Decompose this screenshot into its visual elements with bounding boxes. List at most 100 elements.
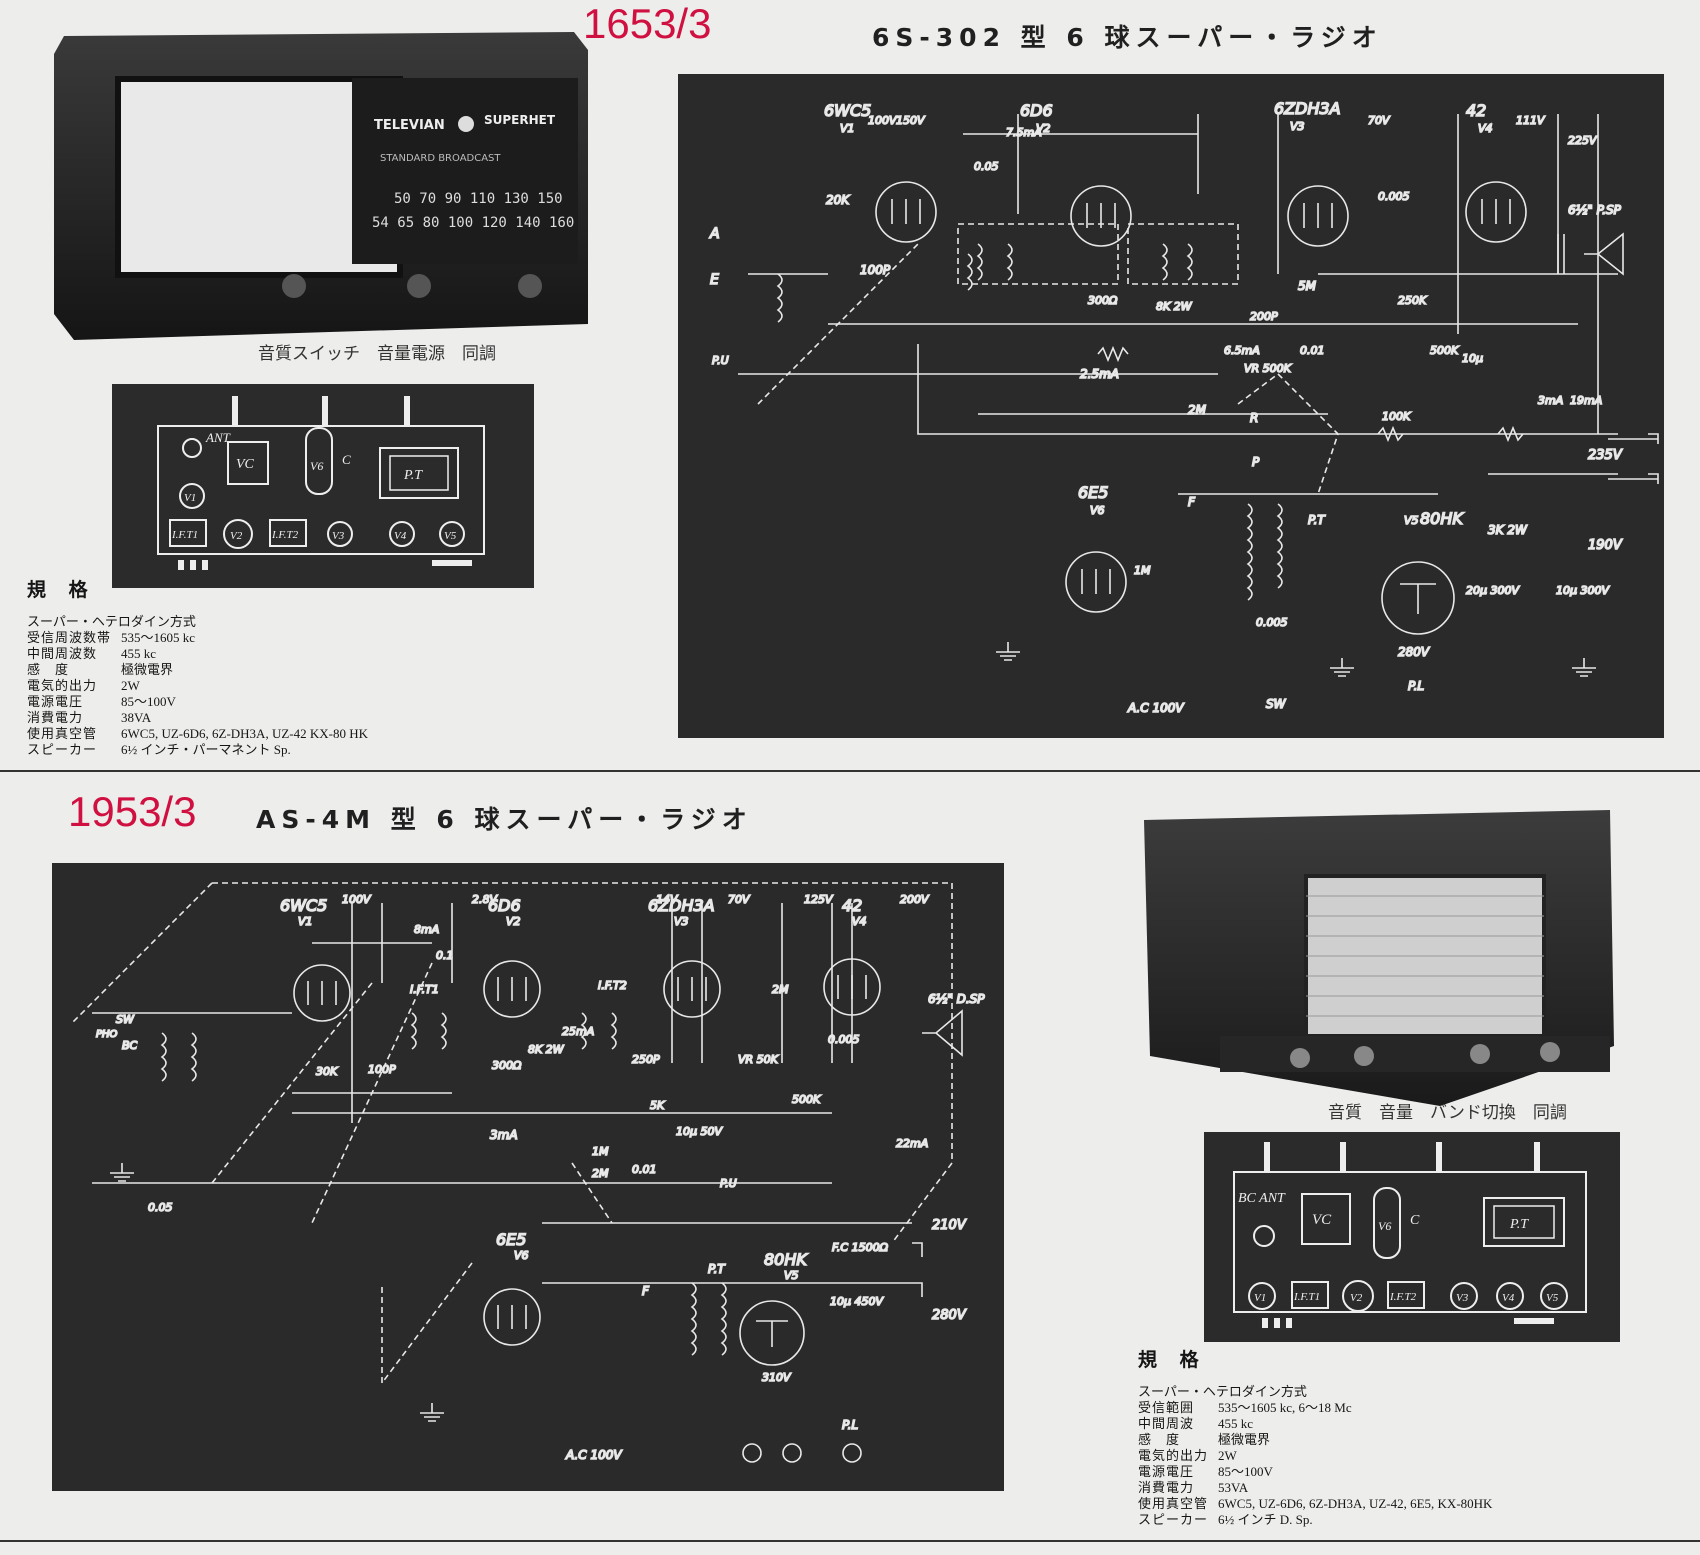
svg-text:R: R [1250, 411, 1258, 425]
svg-text:30K: 30K [316, 1065, 338, 1078]
svg-text:BC: BC [122, 1039, 138, 1052]
svg-text:3mA: 3mA [490, 1128, 518, 1142]
svg-text:I.F.T2: I.F.T2 [598, 979, 627, 992]
top-v6-id: V6 [1090, 504, 1105, 517]
svg-text:10μ 450V: 10μ 450V [830, 1295, 884, 1308]
svg-text:500K: 500K [792, 1093, 821, 1106]
svg-text:V3: V3 [674, 915, 689, 928]
photo-brand-right: SUPERHET [484, 113, 556, 127]
svg-text:70V: 70V [728, 893, 751, 906]
svg-text:10μ 300V: 10μ 300V [1556, 584, 1610, 597]
svg-text:3K 2W: 3K 2W [1488, 523, 1528, 537]
bottom-schematic-svg: 6WC5 6D6 6ZDH3A 42 6E5 80HK V1 V2 V3 V4 … [71, 882, 986, 1463]
chassis-v5: V5 [1546, 1292, 1559, 1304]
top-radio-photo: TELEVIAN SUPERHET STANDARD BROADCAST 50 … [44, 24, 590, 350]
chassis-c: C [342, 452, 351, 467]
tube-v1 [875, 181, 937, 243]
top-specs-type: スーパー・ヘテロダイン方式 [27, 614, 196, 629]
svg-text:F: F [1188, 495, 1196, 509]
svg-text:210V: 210V [932, 1218, 967, 1233]
chassis-pt: P.T [1509, 1217, 1529, 1232]
svg-text:0.005: 0.005 [1378, 190, 1410, 203]
chassis-v4: V4 [394, 530, 407, 542]
chassis-vc: VC [1312, 1212, 1332, 1228]
top-date: 1653/3 [583, 0, 712, 47]
bottom-tube-v5-label: 80HK [764, 1250, 808, 1269]
top-v1-id: V1 [840, 122, 855, 135]
top-supply-225: 225V [1568, 134, 1598, 147]
top-specs-heading: 規 格 [27, 579, 96, 601]
spec-row: 感 度極微電界 [1138, 1432, 1271, 1447]
top-tube-v4-label: 42 [1466, 101, 1486, 120]
svg-text:8K 2W: 8K 2W [528, 1043, 565, 1056]
tube-v5 [739, 1300, 805, 1366]
svg-text:100V: 100V [342, 893, 372, 906]
svg-text:2M: 2M [592, 1167, 609, 1180]
chassis-bc-ant: BC ANT [1238, 1191, 1286, 1206]
svg-text:6½" D.SP: 6½" D.SP [928, 992, 985, 1006]
photo-dial-row1: 50 70 90 110 130 150 [394, 191, 563, 207]
svg-text:P.L: P.L [1408, 679, 1424, 693]
bottom-schematic: 6WC5 6D6 6ZDH3A 42 6E5 80HK V1 V2 V3 V4 … [52, 863, 1004, 1491]
top-tube-v5-label: 80HK [1420, 509, 1464, 528]
top-v5-id: V5 [1404, 514, 1419, 527]
svg-text:300Ω: 300Ω [492, 1059, 522, 1072]
svg-text:0.005: 0.005 [828, 1033, 860, 1046]
photo-dial-row2: 54 65 80 100 120 140 160 [372, 215, 574, 231]
photo-band-label: STANDARD BROADCAST [380, 153, 501, 164]
svg-text:V5: V5 [784, 1269, 799, 1282]
svg-text:0.1: 0.1 [436, 949, 454, 962]
chassis-ift2: I.F.T2 [1389, 1291, 1417, 1303]
svg-text:100K: 100K [1382, 410, 1411, 423]
svg-text:2.8V: 2.8V [472, 893, 498, 906]
svg-text:20μ 300V: 20μ 300V [1466, 584, 1520, 597]
svg-text:0.01: 0.01 [1300, 344, 1325, 357]
chassis-v1: V1 [184, 492, 196, 504]
svg-text:E: E [710, 272, 719, 288]
spec-row: 感 度極微電界 [27, 662, 174, 677]
chassis-v3: V3 [332, 530, 345, 542]
bottom-tube-v6-label: 6E5 [496, 1230, 526, 1249]
top-supply-70: 70V [1368, 114, 1391, 127]
svg-text:8K 2W: 8K 2W [1156, 300, 1193, 313]
tube-v2 [1070, 185, 1132, 247]
svg-text:A: A [709, 226, 720, 242]
bottom-border [0, 1540, 1700, 1542]
radio-cabinet-image [1144, 810, 1614, 1106]
svg-text:0.05: 0.05 [148, 1201, 173, 1214]
svg-text:22mA: 22mA [896, 1137, 928, 1150]
tube-v6 [1065, 551, 1127, 613]
svg-text:2.5mA: 2.5mA [1080, 367, 1119, 381]
tube-v4 [1465, 181, 1527, 243]
top-supply-100: 100V [868, 114, 898, 127]
bottom-tube-v4-label: 42 [842, 896, 862, 915]
bottom-tube-v2-label: 6D6 [488, 896, 521, 915]
svg-text:10μ: 10μ [1462, 352, 1483, 365]
svg-text:19mA: 19mA [1570, 394, 1602, 407]
svg-text:F.C 1500Ω: F.C 1500Ω [832, 1241, 889, 1254]
svg-text:5K: 5K [650, 1099, 665, 1112]
chassis-diagram: ANT VC V6 C P.T V1 I.F.T1 V2 I.F.T2 V3 V… [112, 384, 534, 588]
top-v4-id: V4 [1478, 122, 1493, 135]
chassis-vc: VC [236, 457, 255, 472]
chassis-v6: V6 [310, 459, 323, 473]
svg-text:PHO: PHO [96, 1029, 118, 1040]
svg-text:5M: 5M [1298, 279, 1317, 293]
top-v3-id: V3 [1290, 120, 1305, 133]
chassis-ant: ANT [205, 430, 231, 445]
svg-text:0.01: 0.01 [632, 1163, 657, 1176]
bottom-specs-type: スーパー・ヘテロダイン方式 [1138, 1384, 1307, 1399]
svg-text:V6: V6 [514, 1249, 529, 1262]
svg-text:1M: 1M [592, 1145, 609, 1158]
top-title: 6S-302 型 6 球スーパー・ラジオ [872, 23, 1383, 52]
chassis-ift2: I.F.T2 [271, 529, 299, 541]
top-tube-v6-label: 6E5 [1078, 483, 1108, 502]
